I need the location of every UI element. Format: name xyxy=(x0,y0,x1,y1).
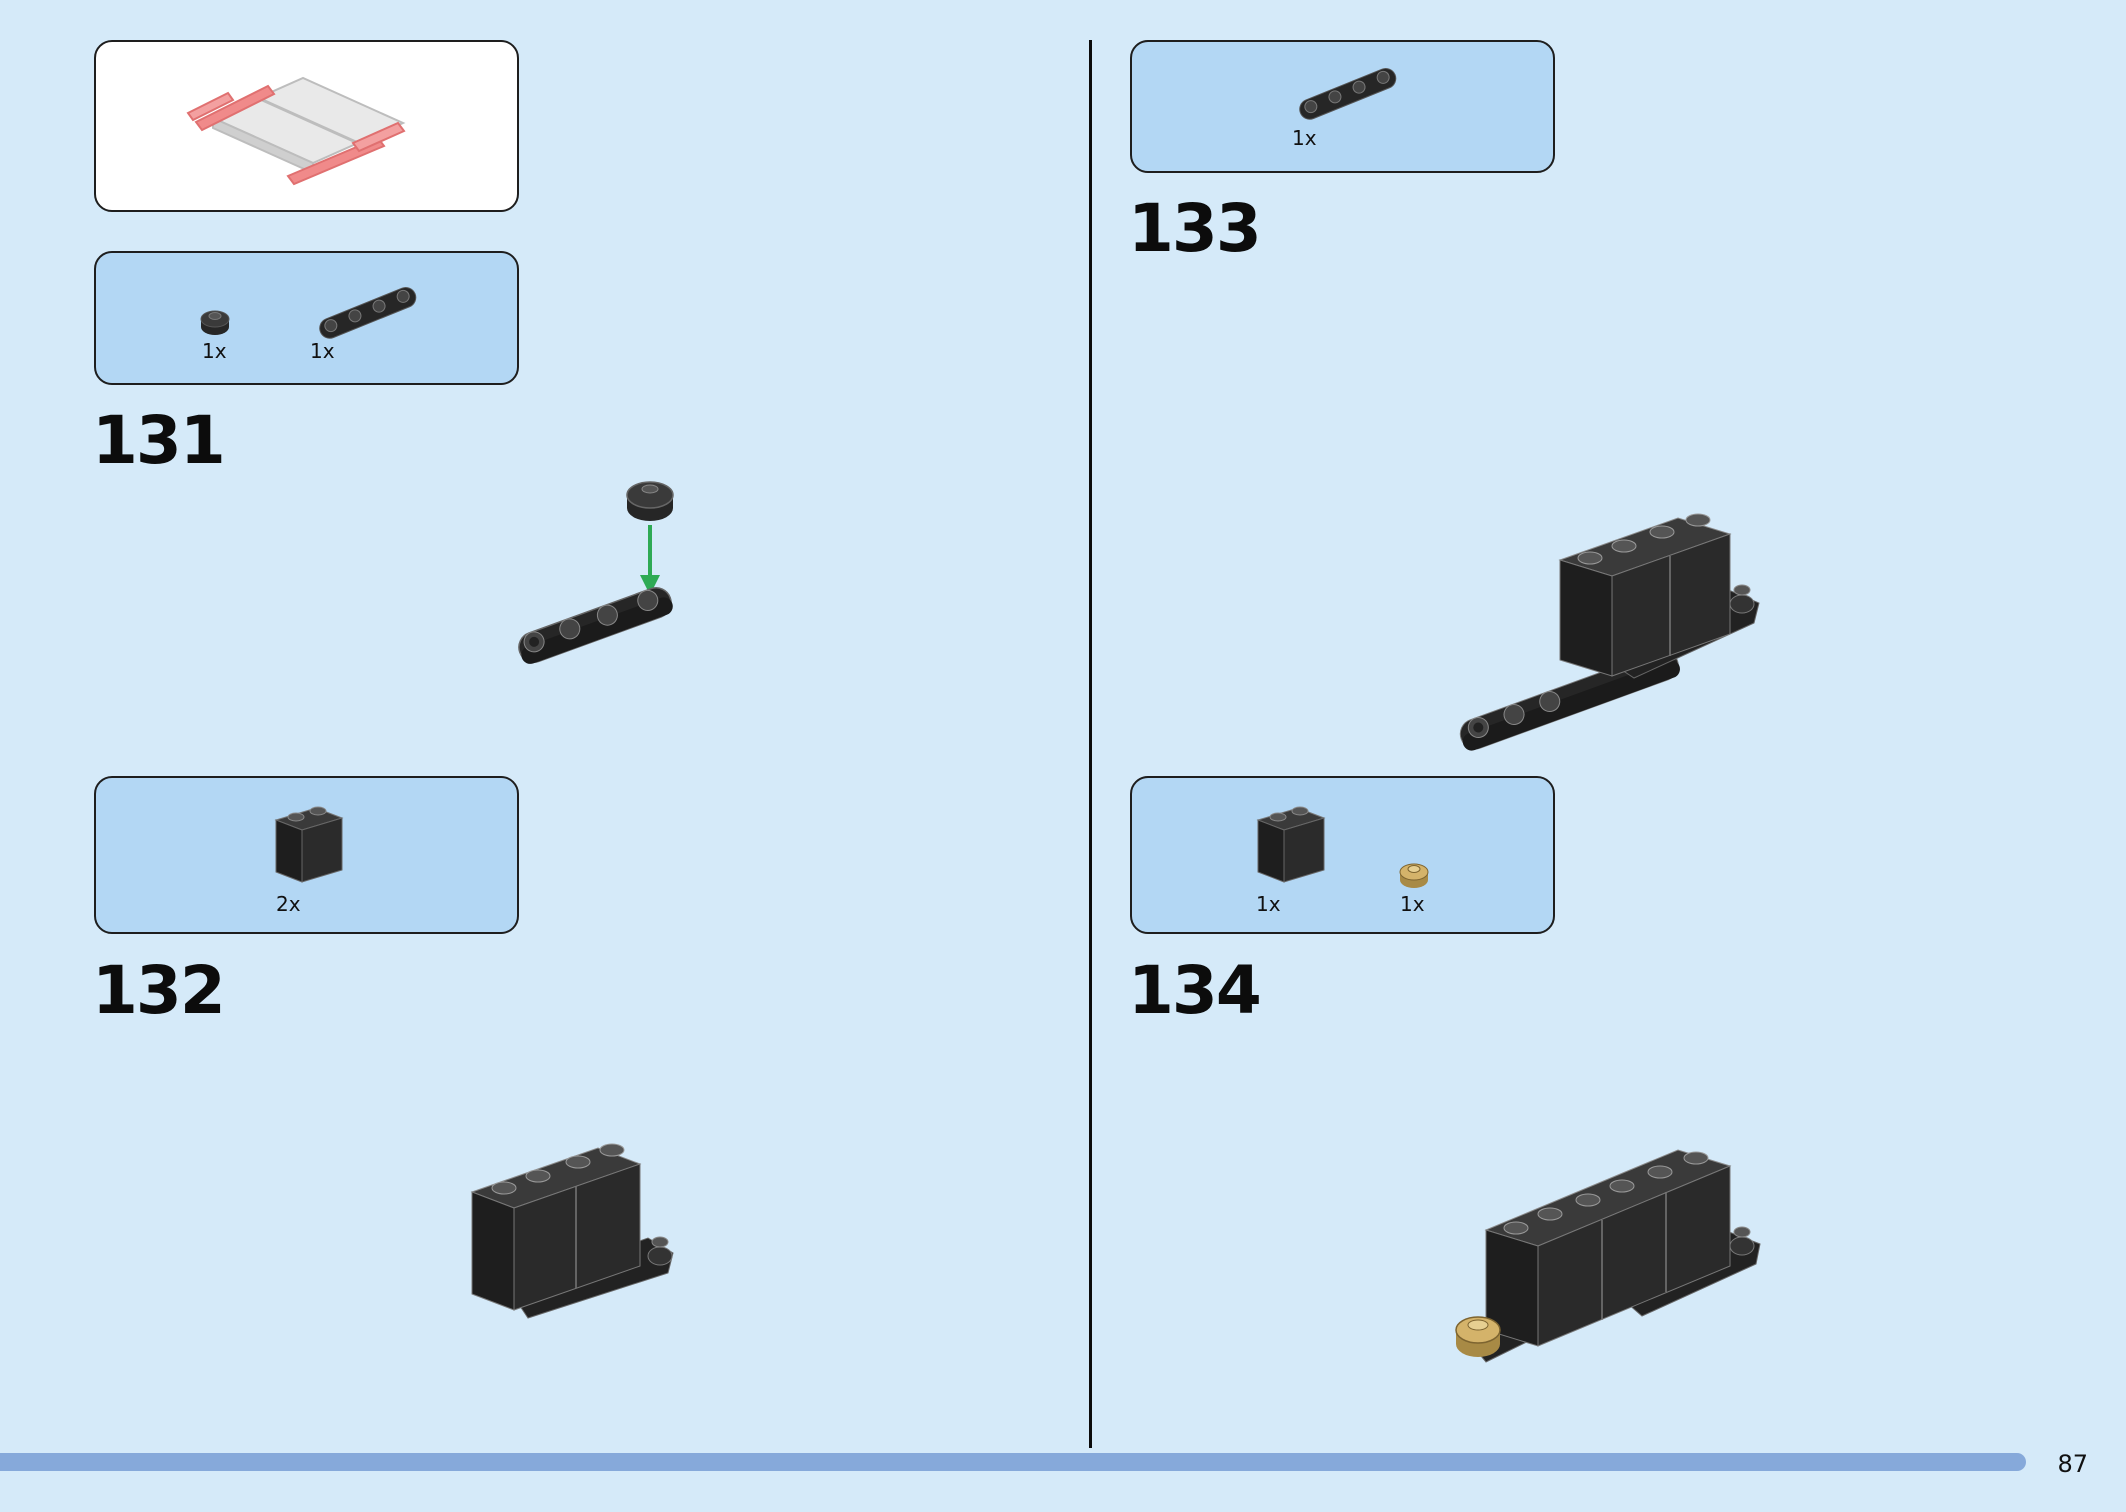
subassembly-preview-image xyxy=(186,76,406,186)
qty-label: 1x xyxy=(1400,892,1425,916)
parts-box-step-134: 1x 1x xyxy=(1130,776,1555,934)
step-133-assembly-image xyxy=(1459,513,1760,751)
brick-1x2x2-icon xyxy=(1256,806,1326,883)
qty-label: 1x xyxy=(202,339,227,363)
step-number: 133 xyxy=(1128,190,1262,267)
progress-bar xyxy=(0,1453,2026,1471)
page-number: 87 xyxy=(2057,1450,2088,1478)
parts-box-step-131: 1x 1x xyxy=(94,251,519,385)
preview-box xyxy=(94,40,519,212)
parts-box-step-132: 2x xyxy=(94,776,519,934)
qty-label: 1x xyxy=(1292,126,1317,150)
qty-label: 1x xyxy=(1256,892,1281,916)
round-plate-1x1-gold-icon xyxy=(1399,863,1429,888)
brick-1x2x2-icon xyxy=(274,806,344,883)
qty-label: 2x xyxy=(276,892,301,916)
step-134-assembly-image xyxy=(1455,1149,1761,1363)
step-131-assembly-image xyxy=(518,481,674,664)
plate-1x4-rounded-icon xyxy=(1299,67,1397,120)
parts-box-step-133: 1x xyxy=(1130,40,1555,173)
round-plate-1x1-icon xyxy=(200,310,230,335)
step-132-assembly-image xyxy=(470,1143,674,1319)
plate-1x4-rounded-icon xyxy=(319,286,417,339)
page-divider xyxy=(1089,40,1092,1448)
qty-label: 1x xyxy=(310,339,335,363)
step-number: 131 xyxy=(92,402,226,479)
step-number: 132 xyxy=(92,952,226,1029)
step-number: 134 xyxy=(1128,952,1262,1029)
